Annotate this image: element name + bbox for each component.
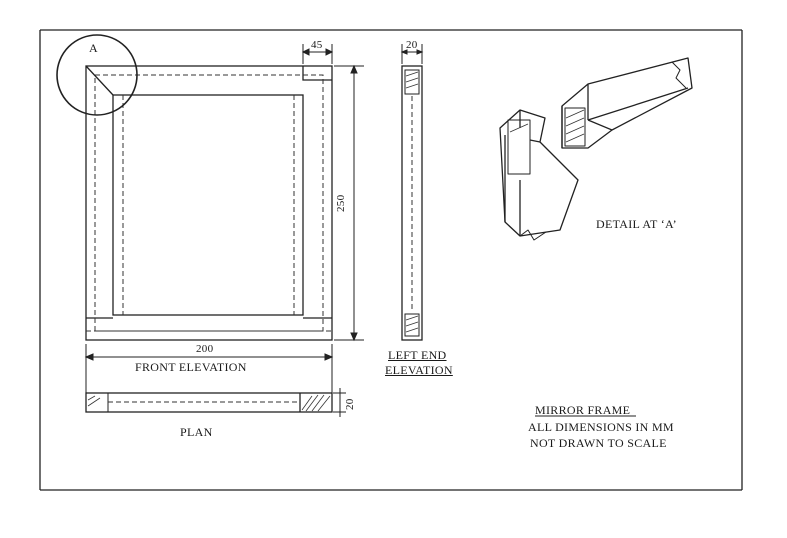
left-end-elevation-hatching [405,71,419,333]
detail-a-hatching [509,109,585,143]
plan-hatching [87,394,331,412]
dimension-label-250: 250 [335,194,347,212]
dimension-20-end [400,44,424,64]
dimension-label-20-end: 20 [406,39,418,51]
plan-label: PLAN [180,425,213,439]
detail-a-joint-drawing [499,57,693,241]
detail-a-label: DETAIL AT ‘A’ [596,217,677,231]
dimension-label-20-plan: 20 [344,398,356,410]
left-end-elevation-drawing [401,65,423,341]
dimension-45 [301,44,334,64]
dimension-label-200: 200 [196,343,214,355]
dimension-label-45: 45 [311,39,323,51]
front-elevation-label: FRONT ELEVATION [135,360,247,374]
scale-note: NOT DRAWN TO SCALE [530,436,667,450]
front-elevation-drawing [85,65,333,341]
left-end-elevation-label-line1: LEFT END [388,348,447,362]
corner-marker-label: A [89,41,98,55]
dimension-200 [84,344,334,394]
dimension-250 [334,64,364,342]
front-elevation-hidden-lines [86,74,332,332]
sheet-border [39,29,743,491]
dimension-20-plan [333,388,346,417]
left-end-elevation-label-line2: ELEVATION [385,363,453,377]
detail-a-callout-circle [56,34,138,116]
drawing-title: MIRROR FRAME [535,403,631,417]
dimensions-note: ALL DIMENSIONS IN MM [528,420,674,434]
